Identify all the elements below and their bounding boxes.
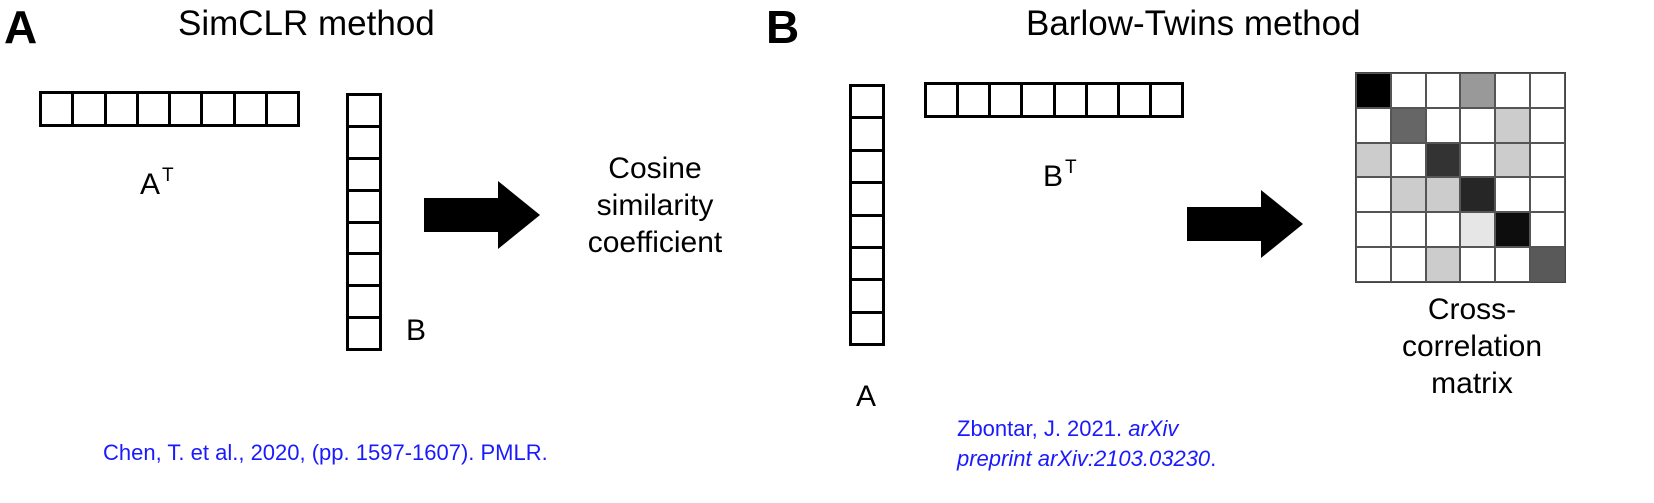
panel-b-arrow bbox=[1187, 190, 1303, 258]
matrix-cell bbox=[1460, 247, 1496, 282]
panel-a-vector-b-label: B bbox=[406, 314, 427, 347]
vector-cell bbox=[1056, 85, 1088, 115]
vector-cell bbox=[852, 249, 882, 282]
matrix-cell bbox=[1425, 212, 1461, 248]
matrix-cell bbox=[1530, 107, 1565, 143]
matrix-cell bbox=[1390, 73, 1426, 108]
matrix-cell bbox=[1495, 177, 1531, 213]
vector-cell bbox=[852, 152, 882, 185]
vector-cell bbox=[236, 94, 268, 124]
vector-cell bbox=[139, 94, 171, 124]
vector-cell bbox=[349, 128, 379, 160]
panel-b-vector-b-transposed bbox=[924, 82, 1184, 118]
matrix-cell bbox=[1356, 107, 1391, 143]
vector-cell bbox=[1088, 85, 1120, 115]
matrix-cell bbox=[1530, 177, 1565, 213]
vector-cell bbox=[852, 87, 882, 120]
matrix-cell bbox=[1356, 177, 1391, 213]
vector-cell bbox=[349, 224, 379, 256]
result-line: correlation bbox=[1401, 330, 1543, 363]
panel-b-vector-a-label: A bbox=[856, 380, 877, 413]
matrix-cell bbox=[1460, 73, 1496, 108]
matrix-cell bbox=[1425, 73, 1461, 108]
result-line: matrix bbox=[1431, 367, 1513, 400]
matrix-cell bbox=[1390, 247, 1426, 282]
matrix-cell bbox=[1460, 142, 1496, 178]
vector-cell bbox=[852, 119, 882, 152]
matrix-cell bbox=[1460, 177, 1496, 213]
vector-cell bbox=[1023, 85, 1056, 115]
vector-cell bbox=[1120, 85, 1152, 115]
panel-a-vector-b bbox=[346, 93, 382, 351]
matrix-cell bbox=[1530, 142, 1565, 178]
panel-b-title: Barlow-Twins method bbox=[1026, 4, 1361, 43]
matrix-cell bbox=[1495, 107, 1531, 143]
panel-b-letter: B bbox=[766, 1, 800, 53]
matrix-cell bbox=[1356, 247, 1391, 282]
vector-cell bbox=[268, 94, 300, 124]
transpose-superscript: T bbox=[162, 165, 174, 186]
matrix-cell bbox=[1390, 177, 1426, 213]
vector-cell bbox=[203, 94, 236, 124]
matrix-cell bbox=[1356, 73, 1391, 108]
panel-a-result: Cosine similarity coefficient bbox=[570, 150, 740, 261]
panel-b-vector-a bbox=[849, 84, 885, 346]
matrix-cell bbox=[1495, 142, 1531, 178]
matrix-cell bbox=[1530, 212, 1565, 248]
panel-b-result: Cross- correlation matrix bbox=[1382, 291, 1562, 402]
vector-cell bbox=[852, 314, 882, 346]
matrix-cell bbox=[1495, 212, 1531, 248]
matrix-cell bbox=[1425, 107, 1461, 143]
result-line: Cosine bbox=[608, 152, 702, 185]
vector-cell bbox=[349, 319, 379, 351]
matrix-cell bbox=[1425, 247, 1461, 282]
cross-correlation-matrix bbox=[1355, 72, 1566, 283]
vector-cell bbox=[349, 96, 379, 128]
matrix-cell bbox=[1460, 212, 1496, 248]
panel-a-letter: A bbox=[4, 1, 38, 53]
matrix-cell bbox=[1530, 73, 1565, 108]
vector-cell bbox=[991, 85, 1024, 115]
vector-cell bbox=[42, 94, 75, 124]
result-line: Cross- bbox=[1427, 293, 1517, 326]
panel-a-arrow bbox=[424, 181, 540, 249]
matrix-cell bbox=[1390, 212, 1426, 248]
matrix-cell bbox=[1495, 247, 1531, 282]
vector-cell bbox=[107, 94, 139, 124]
matrix-cell bbox=[1390, 107, 1426, 143]
transpose-superscript: T bbox=[1065, 157, 1077, 178]
matrix-cell bbox=[1425, 177, 1461, 213]
matrix-cell bbox=[1495, 73, 1531, 108]
panel-a-title: SimCLR method bbox=[178, 4, 435, 43]
panel-b-citation: Zbontar, J. 2021. arXiv preprint arXiv:2… bbox=[957, 416, 1217, 471]
matrix-cell bbox=[1356, 212, 1391, 248]
result-line: similarity bbox=[596, 189, 714, 222]
vector-cell bbox=[349, 287, 379, 320]
vector-cell bbox=[349, 192, 379, 224]
matrix-cell bbox=[1460, 107, 1496, 143]
vector-cell bbox=[852, 281, 882, 314]
matrix-cell bbox=[1356, 142, 1391, 178]
matrix-cell bbox=[1425, 142, 1461, 178]
panel-a-vector-a-transposed bbox=[39, 91, 300, 127]
matrix-cell bbox=[1530, 247, 1565, 282]
result-line: coefficient bbox=[587, 226, 723, 259]
vector-cell bbox=[1152, 85, 1184, 115]
vector-cell bbox=[927, 85, 960, 115]
vector-cell bbox=[852, 217, 882, 249]
vector-cell bbox=[171, 94, 204, 124]
vector-cell bbox=[852, 184, 882, 217]
vector-cell bbox=[74, 94, 107, 124]
vector-cell bbox=[349, 160, 379, 192]
panel-a-citation: Chen, T. et al., 2020, (pp. 1597-1607). … bbox=[103, 440, 548, 465]
matrix-cell bbox=[1390, 142, 1426, 178]
vector-cell bbox=[959, 85, 992, 115]
vector-cell bbox=[349, 255, 379, 288]
